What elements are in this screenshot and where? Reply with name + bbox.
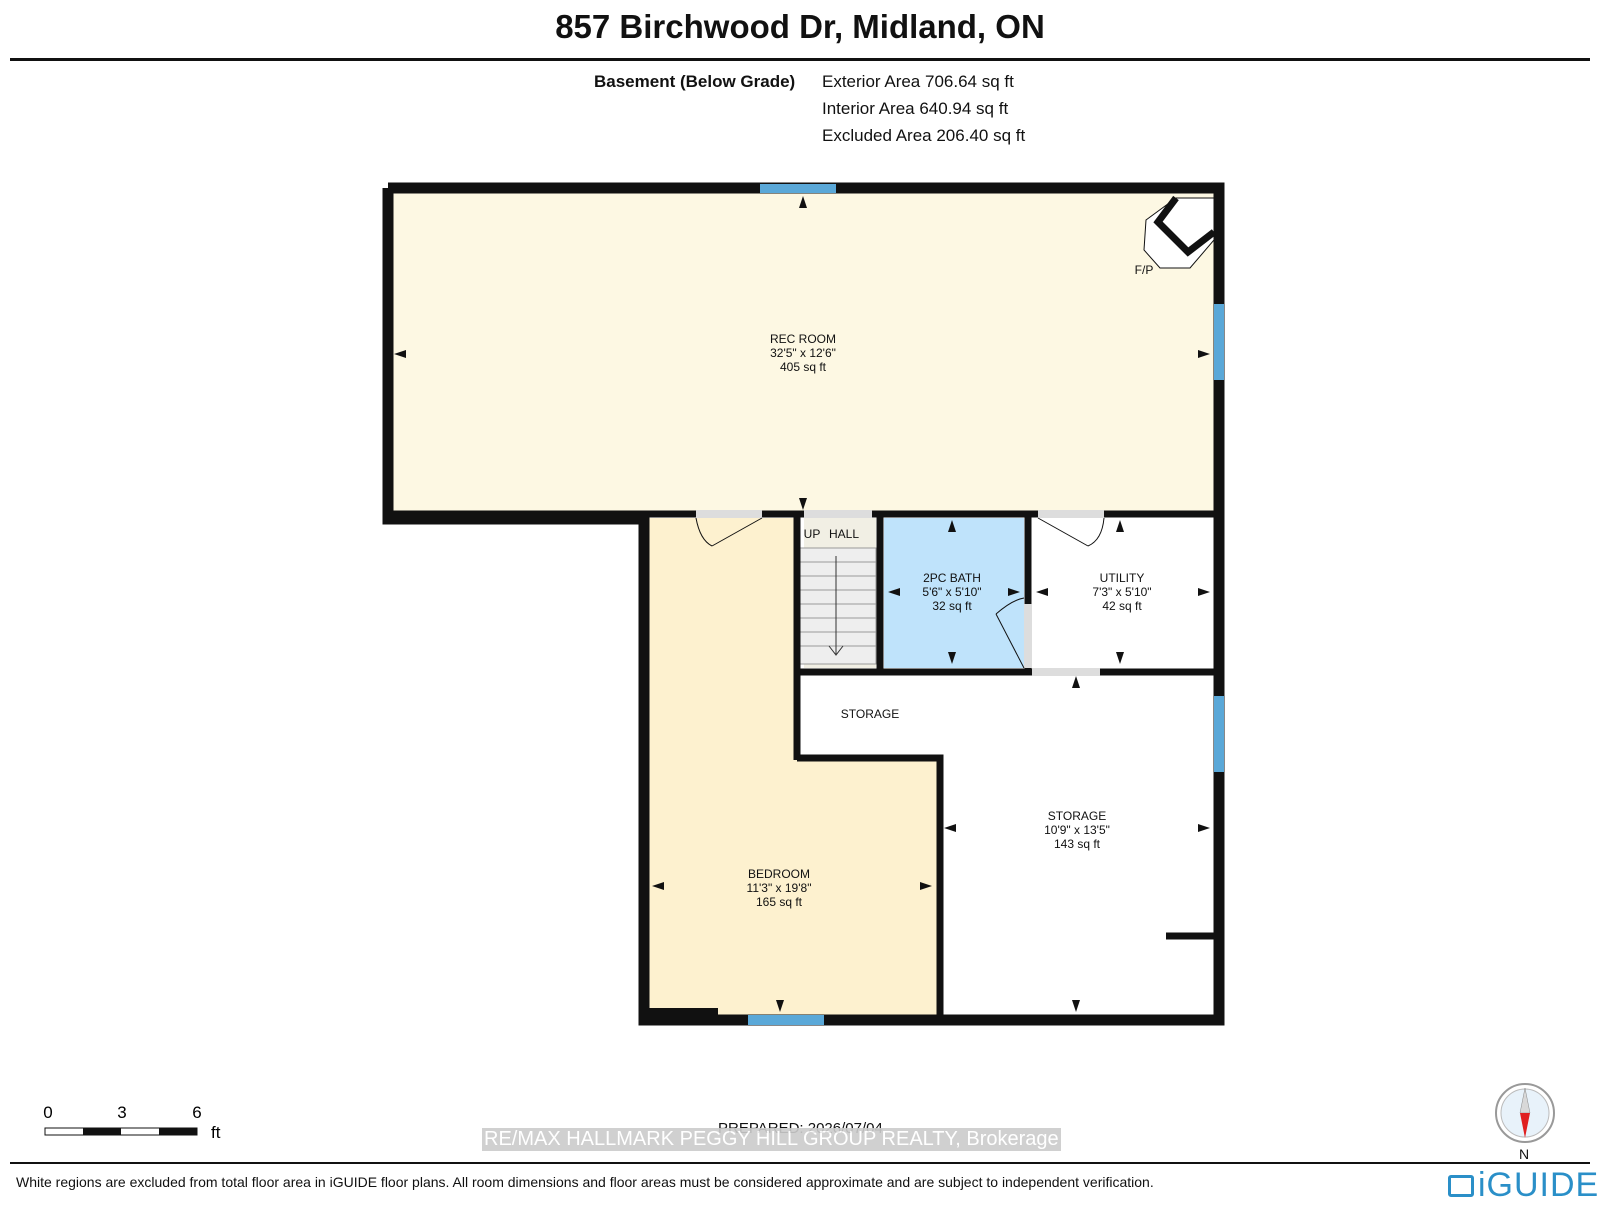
excluded-area: Excluded Area 206.40 sq ft xyxy=(822,126,1026,145)
bedroom-name: BEDROOM xyxy=(748,867,810,881)
scale-label-3: 3 xyxy=(117,1103,126,1122)
scale-label-6: 6 xyxy=(192,1103,201,1122)
dimension-arrows xyxy=(394,196,1210,1012)
bedroom-floor xyxy=(648,518,938,1016)
scale-label-0: 0 xyxy=(43,1103,52,1122)
utility-name: UTILITY xyxy=(1100,571,1145,585)
interior-area: Interior Area 640.94 sq ft xyxy=(822,99,1009,118)
disclaimer-text: White regions are excluded from total fl… xyxy=(16,1174,1154,1190)
storage-area: 143 sq ft xyxy=(1054,837,1101,851)
stairs xyxy=(799,547,877,665)
stairs-up-label: UP xyxy=(804,527,821,541)
fireplace xyxy=(1143,195,1217,269)
title-divider xyxy=(10,58,1590,61)
exterior-area: Exterior Area 706.64 sq ft xyxy=(822,72,1014,91)
rec-room-floor xyxy=(390,193,1216,511)
utility-area: 42 sq ft xyxy=(1102,599,1142,613)
scale-unit: ft xyxy=(211,1123,221,1142)
rec-room-dims: 32'5" x 12'6" xyxy=(770,346,836,360)
bedroom-dims: 11'3" x 19'8" xyxy=(747,881,812,895)
scale-bar: 0 3 6 ft xyxy=(43,1103,221,1142)
storage-upper-label: STORAGE xyxy=(841,707,899,721)
walls xyxy=(382,182,1225,1026)
storage-dims: 10'9" x 13'5" xyxy=(1044,823,1110,837)
windows xyxy=(748,184,1224,1025)
bath-floor xyxy=(884,518,1024,668)
utility-floor xyxy=(1034,518,1216,668)
storage-name: STORAGE xyxy=(1048,809,1106,823)
bath-name: 2PC BATH xyxy=(923,571,981,585)
door-swings xyxy=(695,517,1105,669)
utility-dims: 7'3" x 5'10" xyxy=(1092,585,1151,599)
bath-dims: 5'6" x 5'10" xyxy=(922,585,981,599)
bedroom-area: 165 sq ft xyxy=(756,895,803,909)
iguide-logo-text: iGUIDE xyxy=(1478,1166,1600,1204)
footer-divider xyxy=(10,1162,1590,1164)
floor-name: Basement (Below Grade) xyxy=(594,72,796,91)
hall-label: HALL xyxy=(829,527,859,541)
compass-icon xyxy=(1495,1083,1555,1143)
fireplace-label: F/P xyxy=(1135,263,1154,277)
door-openings xyxy=(696,510,1104,676)
rec-room-name: REC ROOM xyxy=(770,332,836,346)
compass-north-label: N xyxy=(1519,1146,1530,1162)
rec-room-area: 405 sq ft xyxy=(780,360,827,374)
area-summary: Basement (Below Grade) Exterior Area 706… xyxy=(0,70,1600,160)
iguide-logo-icon xyxy=(1448,1175,1474,1197)
bath-area: 32 sq ft xyxy=(932,599,972,613)
brokerage-watermark: RE/MAX HALLMARK PEGGY HILL GROUP REALTY,… xyxy=(482,1128,1061,1151)
page-title: 857 Birchwood Dr, Midland, ON xyxy=(555,8,1045,45)
